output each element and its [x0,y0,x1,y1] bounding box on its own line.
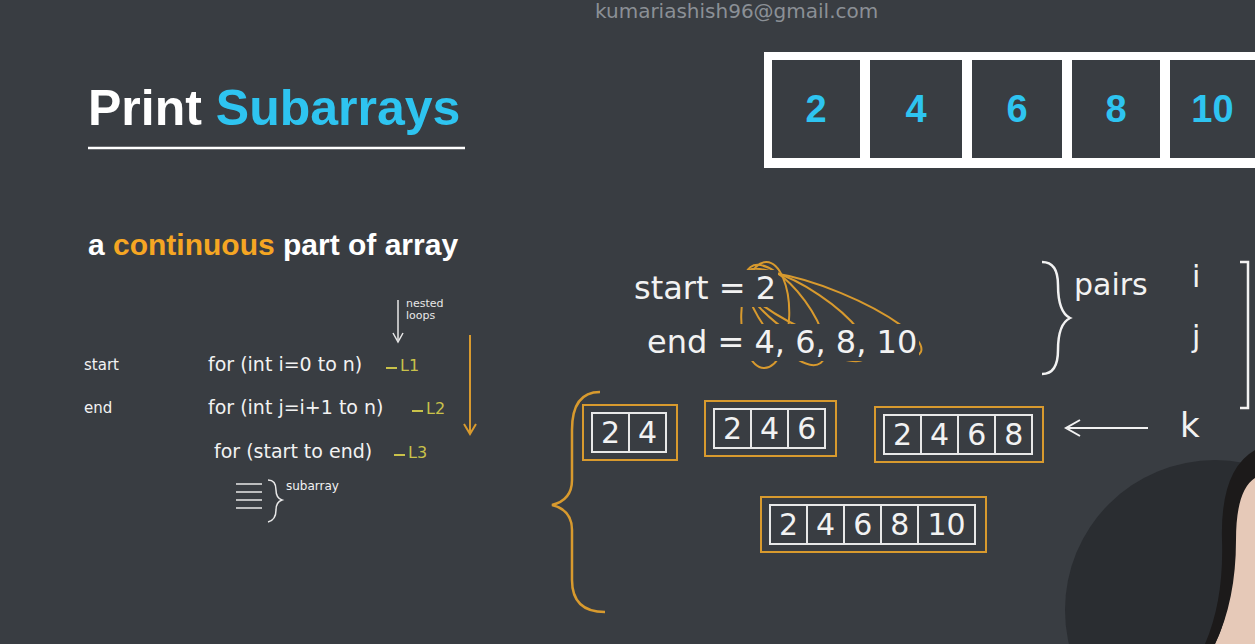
nested-arrow-head [393,333,403,342]
line-tag: L1 [400,357,419,375]
hand-note: start = 2 [632,270,778,307]
cell-value: 4 [628,412,667,453]
array-cell: 8 [1072,60,1160,158]
definition: a continuous part of array [88,228,458,263]
presenter-hair [1205,450,1255,644]
cell-value: 2 [769,504,808,545]
code-line: for (int i=0 to n) [208,354,362,376]
code-line: for (start to end) [214,441,372,463]
cell-value: 4 [750,408,789,449]
pairs-brace [1042,262,1070,374]
cell-value: 4 [806,504,845,545]
row-label: end [84,400,112,417]
cell-value: 4 [920,414,959,455]
watermark: kumariashish96@gmail.com [595,0,878,23]
cell-value: 6 [957,414,996,455]
code-line: for (int j=i+1 to n) [208,397,383,419]
dash [412,410,423,412]
cell-value: 2 [713,408,752,449]
k-arrow [1068,427,1148,429]
right-bracket [1240,262,1248,408]
code-brace [268,480,282,522]
line-tag: L3 [408,444,427,462]
cell-value: 4 [905,88,926,131]
array-cell: 6 [972,60,1062,158]
row-label: start [84,357,119,374]
hand-note: pairs [1074,268,1148,303]
cell-value: 8 [1105,88,1126,131]
k-arrow-head [1066,420,1080,436]
subarray-brace [552,392,605,612]
dash [394,454,405,456]
subarray-box: 2468 [874,406,1044,463]
cell-value: 8 [880,504,919,545]
array-cell: 10 [1170,60,1255,158]
title-underline [88,147,465,150]
subarray-box: 246810 [760,496,987,553]
dash [386,367,397,369]
hand-note: end = 4, 6, 8, 10 [645,324,919,361]
subarray-box: 24 [582,404,678,461]
loop-arrow [469,335,471,432]
array-cell: 2 [772,60,860,158]
nested-arrow [397,300,399,340]
page-title: Print Subarrays [88,80,460,138]
array-cell: 4 [870,60,962,158]
subarray-box: 246 [704,400,837,457]
cell-value: 8 [994,414,1033,455]
cell-value: 2 [591,412,630,453]
line-tag: L2 [426,400,445,418]
index-name: i [1192,260,1200,295]
cell-value: 6 [787,408,826,449]
note: subarray [286,480,339,494]
array-frame [764,52,1255,168]
index-name: j [1192,320,1200,355]
body-lines [236,484,262,508]
cell-value: 2 [883,414,922,455]
cell-value: 10 [1191,88,1233,131]
note: nested loops [406,298,450,321]
index-name: k [1180,406,1200,445]
loop-arrow-head [464,424,476,434]
cell-value: 6 [843,504,882,545]
cell-value: 10 [917,504,975,545]
cell-value: 6 [1006,88,1027,131]
cell-value: 2 [805,88,826,131]
